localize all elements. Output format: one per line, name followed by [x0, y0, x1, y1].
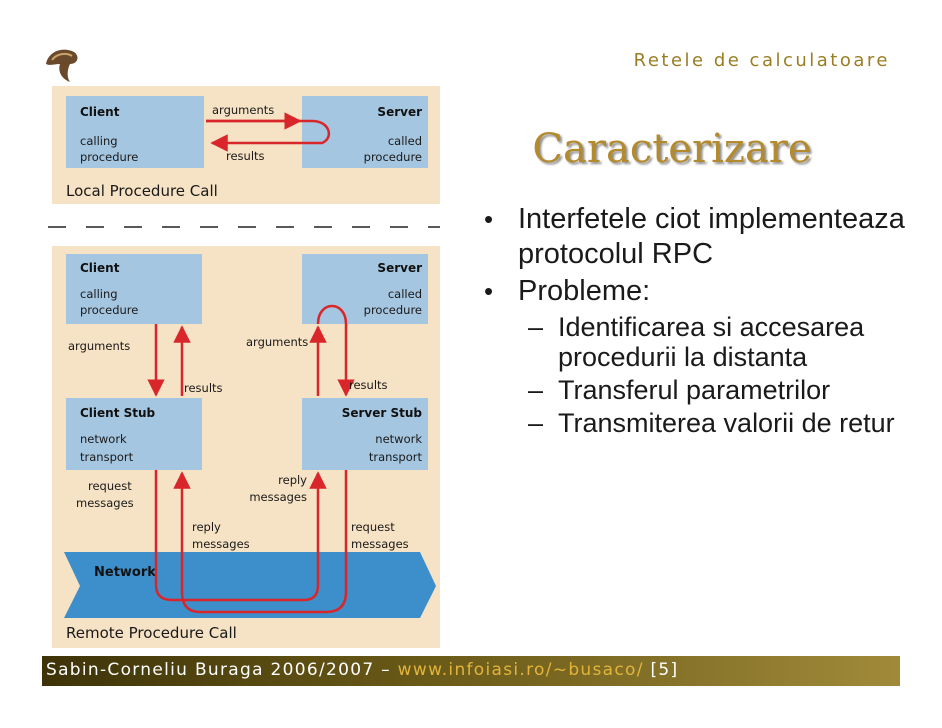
remote-client-box — [66, 254, 202, 324]
logo-icon — [46, 49, 78, 82]
dash-icon: – — [528, 408, 544, 438]
remote-client-line2: procedure — [80, 303, 138, 317]
remote-server-line1: called — [388, 287, 422, 301]
dash-icon: – — [528, 375, 544, 405]
client-stub-title: Client Stub — [80, 406, 156, 420]
local-server-line2: procedure — [364, 150, 422, 164]
bullet-dot-icon: • — [484, 276, 494, 306]
local-client-title: Client — [80, 105, 120, 119]
footer-text: Sabin-Corneliu Buraga 2006/2007 – www.in… — [46, 660, 678, 680]
remote-server-title: Server — [377, 261, 422, 275]
local-server-line1: called — [388, 134, 422, 148]
rpc-diagram: Client calling procedure Server called p… — [48, 86, 440, 648]
reply-path — [173, 470, 348, 614]
request-messages-right-line1: request — [351, 520, 395, 534]
footer-url-link[interactable]: www.infoiasi.ro/~busaco/ — [397, 660, 644, 680]
reply-messages-center-line2: messages — [249, 490, 307, 504]
remote-server-line2: procedure — [364, 303, 422, 317]
reply-messages-center-line1: reply — [278, 473, 307, 487]
client-stub-box — [66, 398, 202, 470]
bullet-dot-icon: • — [484, 204, 494, 234]
local-server-box — [302, 96, 428, 168]
slide-title: Caracterizare — [532, 126, 812, 172]
sub-bullet-text: Transferul parametrilor — [558, 375, 831, 405]
remote-client-line1: calling — [80, 287, 118, 301]
footer-author: Sabin-Corneliu Buraga 2006/2007 – — [46, 660, 398, 680]
sub-bullet-item: – Transferul parametrilor — [480, 375, 920, 405]
remote-results-right: results — [349, 378, 388, 392]
server-stub-title: Server Stub — [342, 406, 423, 420]
course-title: Retele de calculatoare — [633, 50, 890, 71]
local-client-box — [66, 96, 204, 168]
local-client-line2: procedure — [80, 150, 138, 164]
bullet-item: • Probleme: — [480, 274, 920, 309]
server-to-stub-arrow — [316, 304, 355, 397]
dash-icon: – — [528, 312, 544, 342]
local-results-label: results — [226, 149, 265, 163]
local-caption: Local Procedure Call — [66, 182, 218, 200]
remote-server-box — [302, 254, 428, 324]
request-messages-left-line2: messages — [76, 496, 134, 510]
sub-bullet-item: – Identificarea si accesarea procedurii … — [480, 312, 920, 372]
remote-arguments-left: arguments — [68, 339, 130, 353]
request-messages-right-line2: messages — [351, 537, 409, 551]
reply-messages-left-line1: reply — [192, 520, 221, 534]
footer-bar: Sabin-Corneliu Buraga 2006/2007 – www.in… — [42, 656, 900, 686]
sub-bullet-text: Identificarea si accesarea procedurii la… — [558, 312, 865, 372]
server-stub-box — [302, 398, 428, 470]
remote-caption: Remote Procedure Call — [66, 624, 237, 642]
network-label: Network — [94, 565, 156, 580]
server-stub-line2: transport — [369, 450, 423, 464]
bullet-item: • Interfetele ciot implementeaza protoco… — [480, 202, 920, 272]
local-server-title: Server — [377, 105, 422, 119]
client-stub-line1: network — [80, 432, 127, 446]
reply-messages-left-line2: messages — [192, 537, 250, 551]
client-stub-line2: transport — [80, 450, 134, 464]
footer-page-number: [5] — [643, 660, 679, 680]
local-client-line1: calling — [80, 134, 118, 148]
remote-client-title: Client — [80, 261, 120, 275]
remote-arguments-right: arguments — [246, 335, 308, 349]
remote-results-left: results — [184, 381, 223, 395]
request-messages-left-line1: request — [88, 479, 132, 493]
local-call-loop — [206, 119, 331, 152]
bullet-text: Probleme: — [518, 275, 651, 307]
request-path — [154, 470, 327, 602]
local-arguments-label: arguments — [212, 103, 274, 117]
network-band — [64, 552, 436, 618]
sub-bullet-text: Transmiterea valorii de retur — [558, 408, 895, 438]
server-stub-line1: network — [375, 432, 422, 446]
bullet-list: • Interfetele ciot implementeaza protoco… — [480, 202, 920, 440]
sub-bullet-item: – Transmiterea valorii de retur — [480, 408, 920, 438]
bullet-text: Interfetele ciot implementeaza protocolu… — [518, 203, 905, 270]
